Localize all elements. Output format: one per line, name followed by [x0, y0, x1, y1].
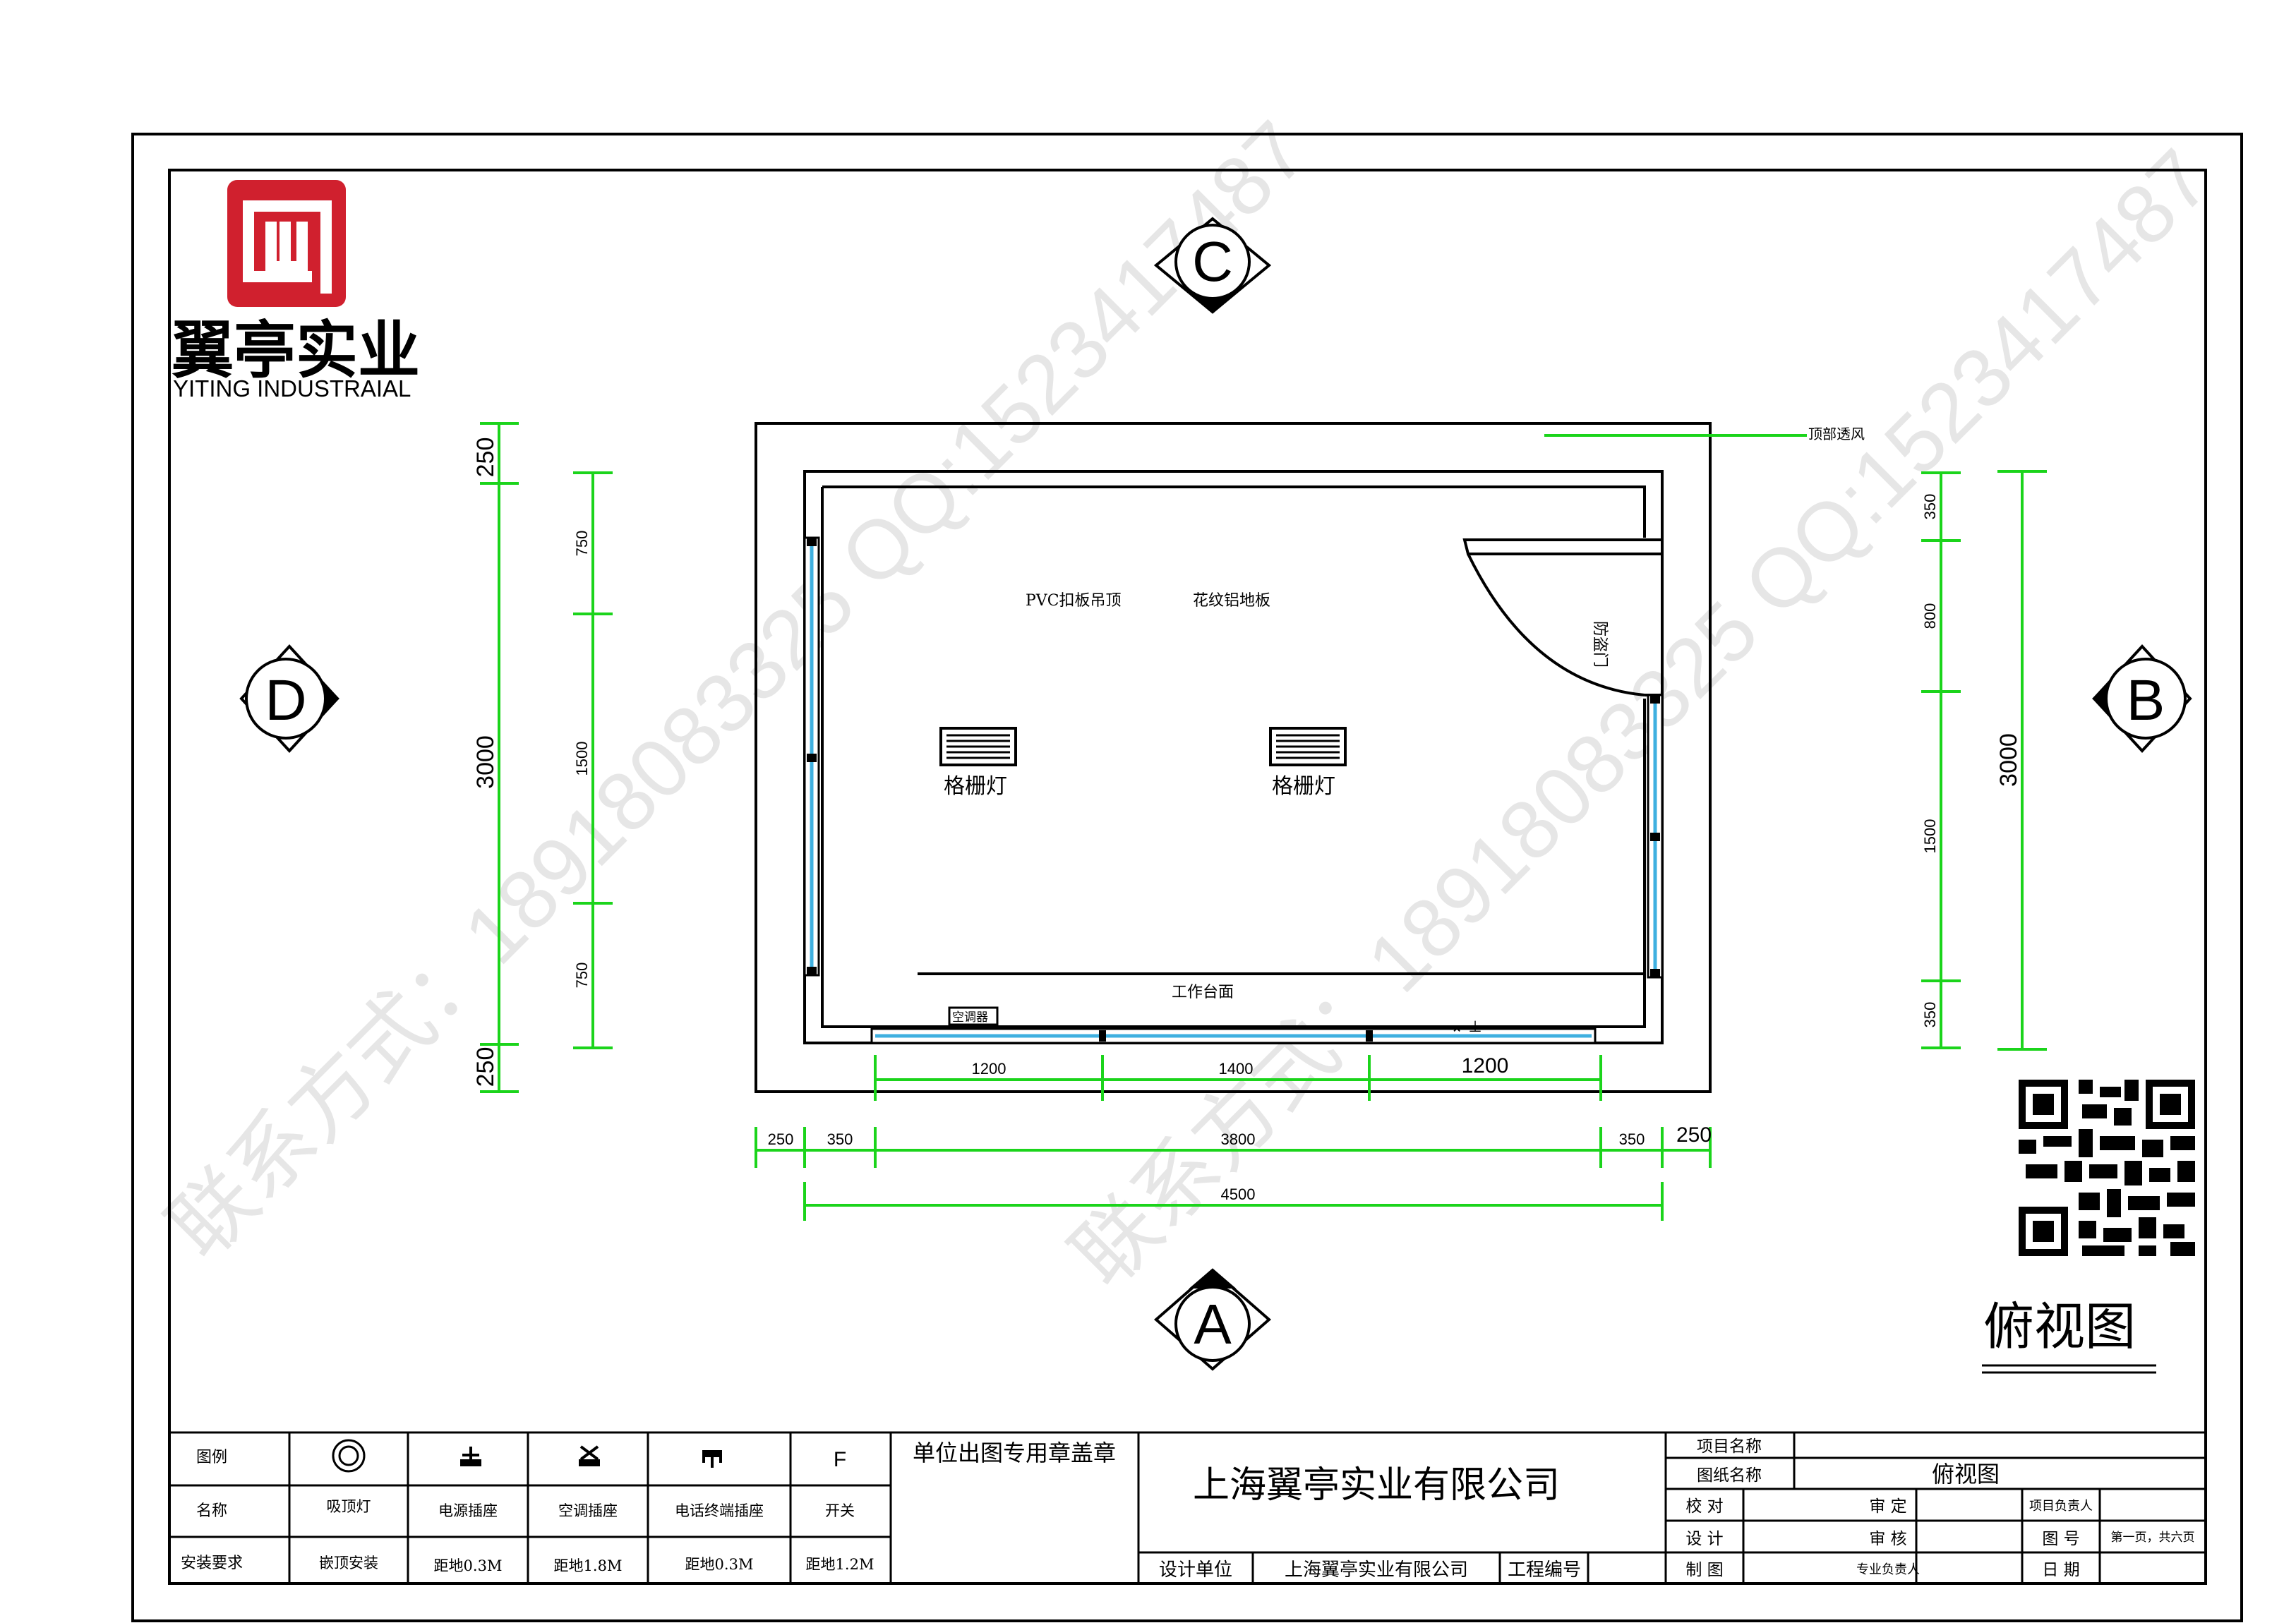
legend-row-symbol: 图例: [196, 1449, 227, 1466]
ceiling-lamp-icon: [332, 1439, 366, 1473]
dim-left-inner-3: 750: [573, 963, 591, 989]
direction-markers: C D B A: [239, 217, 2192, 1371]
marker-a: A: [1153, 1268, 1272, 1371]
dim-right-inner-4: 350: [1921, 1002, 1939, 1028]
legend-name-4: 电话终端插座: [675, 1502, 764, 1519]
draft-label: 制 图: [1685, 1561, 1723, 1579]
door-label: 防盗门: [1591, 621, 1609, 668]
door-frame: [1462, 538, 1664, 555]
logo-maze-icon: [243, 200, 332, 294]
legend-row-install: 安装要求: [181, 1555, 243, 1572]
phone-socket-icon: [702, 1450, 722, 1468]
page-info: 第一页，共六页: [2111, 1531, 2195, 1545]
drawing-no-label: 图 号: [2042, 1530, 2079, 1548]
project-no-label: 工程编号: [1508, 1559, 1581, 1581]
wall-inner: [821, 485, 1646, 1028]
bottom-windows: [870, 1027, 1597, 1044]
wall-socket-icon: ⌅ ⊥: [1450, 1018, 1482, 1036]
left-windows: [803, 536, 820, 977]
stamp-label: 单位出图专用章盖章: [913, 1440, 1116, 1466]
ac-label: 空调器: [952, 1010, 988, 1025]
design-unit-value: 上海翼亭实业有限公司: [1285, 1559, 1468, 1580]
legend-install-3: 距地1.8M: [554, 1557, 623, 1574]
grid-light-2-icon: [1269, 727, 1347, 766]
door-swing-arc: [1467, 553, 1645, 696]
drawing-name-value: 俯视图: [1932, 1461, 2000, 1488]
right-windows: [1647, 694, 1664, 979]
inner-border: [168, 169, 2207, 1585]
legend-name-2: 电源插座: [438, 1502, 498, 1519]
dim-bottom-row-5: 250: [1676, 1123, 1712, 1147]
legend-name-5: 开关: [825, 1502, 855, 1519]
marker-c: C: [1153, 217, 1272, 314]
ceiling-label: PVC扣板吊顶: [1026, 592, 1122, 610]
legend-install-2: 距地0.3M: [434, 1557, 503, 1574]
workbench-label: 工作台面: [1172, 984, 1234, 1001]
dim-right-inner-3: 1500: [1921, 819, 1939, 854]
date-label: 日 期: [2042, 1561, 2079, 1579]
dim-right-inner-1: 350: [1921, 494, 1939, 520]
dim-bottom-inner-1: 1200: [972, 1060, 1006, 1078]
marker-a-label: A: [1194, 1293, 1232, 1356]
switch-symbol: F: [834, 1448, 846, 1471]
company-logo: 翼亭实业 YITING INDUSTRAIAL: [172, 180, 420, 402]
dim-bottom-row-1: 250: [768, 1130, 794, 1148]
specialty-lead-label: 专业负责人: [1856, 1562, 1920, 1577]
dim-bottom-row-3: 3800: [1221, 1130, 1256, 1148]
dim-left-outer-2: 3000: [472, 735, 499, 789]
logo-name-cn: 翼亭实业: [172, 315, 420, 385]
design-label: 设 计: [1685, 1530, 1723, 1548]
legend-install-1: 嵌顶安装: [319, 1555, 378, 1571]
ac-unit: [948, 1006, 999, 1026]
dim-right-outer: 3000: [1995, 733, 2022, 787]
marker-d-label: D: [265, 668, 306, 732]
review-label: 审 核: [1869, 1530, 1906, 1548]
legend-install-4: 距地0.3M: [685, 1556, 754, 1573]
outer-shell: [755, 422, 1712, 1093]
qr-code-icon: [2019, 1080, 2195, 1256]
legend-name-1: 吸顶灯: [327, 1498, 371, 1515]
project-lead-label: 项目负责人: [2029, 1499, 2093, 1514]
approve-label: 审 定: [1869, 1497, 1906, 1516]
dim-bottom-total: 4500: [1221, 1185, 1256, 1203]
legend-install-5: 距地1.2M: [806, 1556, 874, 1573]
dim-left-inner-1: 750: [573, 531, 591, 557]
dim-left-outer-1: 250: [472, 438, 499, 478]
logo-name-en: YITING INDUSTRAIAL: [173, 375, 411, 402]
dim-bottom-row-4: 350: [1619, 1130, 1645, 1148]
legend-name-3: 空调插座: [558, 1502, 618, 1519]
dimension-labels: 250 3000 250 750 1500 750 350 800 1500 3…: [472, 438, 2022, 1203]
check-label: 校 对: [1685, 1497, 1723, 1516]
marker-b: B: [2092, 644, 2192, 753]
dim-bottom-inner-3: 1200: [1462, 1054, 1509, 1078]
grid-light-1-icon: [939, 727, 1017, 766]
dim-left-inner-2: 1500: [573, 742, 591, 776]
project-name-label: 项目名称: [1697, 1437, 1762, 1456]
floor-label: 花纹铝地板: [1193, 592, 1270, 610]
drawing-name-label: 图纸名称: [1697, 1466, 1762, 1485]
marker-b-label: B: [2127, 668, 2165, 732]
marker-d: D: [239, 644, 339, 753]
ac-socket-icon: [579, 1445, 600, 1466]
legend-row-name: 名称: [196, 1502, 227, 1520]
grid-light-1-label: 格栅灯: [944, 774, 1007, 799]
dim-left-outer-3: 250: [472, 1047, 499, 1087]
dim-bottom-row-2: 350: [827, 1130, 853, 1148]
design-unit-label: 设计单位: [1159, 1559, 1232, 1580]
view-title: 俯视图: [1983, 1297, 2136, 1356]
dim-right-inner-2: 800: [1921, 603, 1939, 629]
outer-border: [131, 133, 2243, 1622]
marker-c-label: C: [1192, 230, 1233, 293]
dimension-lines: [480, 422, 2047, 1221]
floor-plan: 防盗门: [755, 422, 1865, 1093]
power-socket-icon: [460, 1447, 481, 1466]
grid-light-2-label: 格栅灯: [1272, 774, 1335, 799]
company-name: 上海翼亭实业有限公司: [1193, 1464, 1560, 1507]
dim-bottom-inner-2: 1400: [1219, 1060, 1254, 1078]
top-vent-label: 顶部透风: [1808, 426, 1865, 442]
title-block: 图例 名称 安装要求: [169, 1431, 2206, 1583]
